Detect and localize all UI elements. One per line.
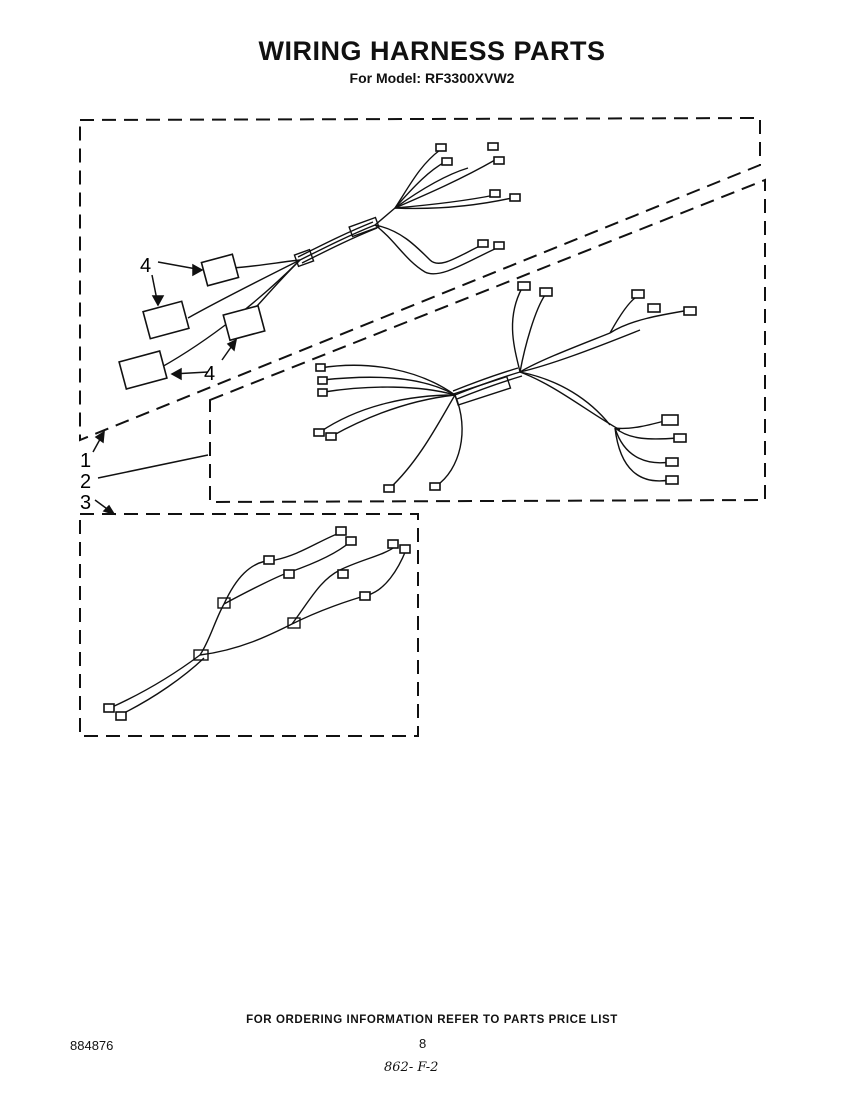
callout-1: 1 (80, 450, 91, 472)
group-2-outline (209, 178, 766, 504)
callout-4-lower: 4 (204, 363, 215, 385)
ordering-note: FOR ORDERING INFORMATION REFER TO PARTS … (246, 1014, 618, 1026)
model-subtitle: For Model: RF3300XVW2 (349, 70, 515, 86)
page-number: 8 (419, 1036, 427, 1051)
callout-3: 3 (80, 492, 91, 514)
harness-3-connectors (103, 526, 411, 721)
document-number: 884876 (70, 1038, 114, 1053)
harness-1 (159, 149, 513, 369)
callout-4-upper: 4 (140, 255, 151, 277)
callout-leaders (92, 261, 238, 516)
harness-3 (109, 531, 407, 717)
harness-2-connectors (313, 281, 697, 493)
group-1-outline (79, 116, 761, 442)
handwritten-note: 862- F-2 (384, 1060, 439, 1075)
harness-1-connectors (118, 142, 521, 390)
callout-2: 2 (80, 471, 91, 493)
harness-2 (319, 287, 691, 489)
group-3-outline (79, 513, 419, 737)
page-title: WIRING HARNESS PARTS (258, 36, 606, 66)
